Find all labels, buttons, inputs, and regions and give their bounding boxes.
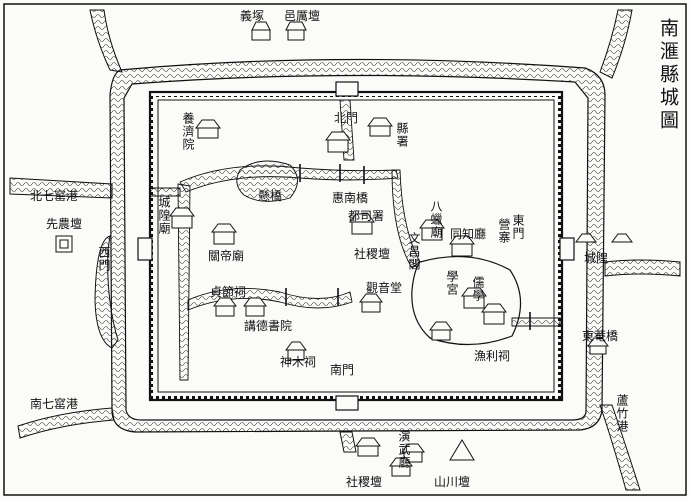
label-zhen-jie: 貞節祠	[210, 285, 247, 299]
label-dudu-shu: 都司署	[348, 209, 385, 223]
canal-east-loop	[411, 255, 522, 346]
label-nan-men: 南門	[330, 363, 355, 377]
label-yili-tan: 邑厲壇	[284, 9, 321, 23]
label-ru-xue: 儒學	[471, 276, 485, 302]
label-yishu: 義塚	[240, 9, 265, 23]
river-northeast	[599, 9, 633, 79]
label-wen-chang: 文昌閣	[407, 232, 421, 271]
label-bei-men: 北門	[334, 111, 359, 125]
label-xi-men: 西門	[97, 246, 111, 272]
label-yu-li-ci: 漁利祠	[474, 349, 511, 363]
moat-inner-bank	[123, 74, 589, 421]
canal-west-outlet	[149, 187, 181, 197]
label-xue-gong: 學宮	[445, 270, 459, 296]
label-guanyin: 觀音堂	[366, 281, 403, 295]
river-northwest	[89, 9, 123, 73]
river-west	[9, 177, 113, 199]
river-south	[339, 431, 357, 453]
label-shenmu: 神木祠	[280, 355, 317, 369]
label-zhu-qiao: 東菴橋	[582, 329, 619, 343]
label-bei-qi-yao: 北七窰港	[30, 189, 79, 203]
building-yili-tan-body	[287, 29, 305, 41]
label-nan-qi-yao: 南七窰港	[30, 397, 79, 411]
label-xian-shu: 縣署	[395, 122, 409, 148]
label-dong-men: 東門	[511, 214, 525, 240]
building-yishu	[251, 21, 271, 31]
label-xian-nong-tan: 先農壇	[46, 217, 83, 231]
river-west-lower	[94, 235, 119, 349]
bridges	[285, 164, 531, 330]
map-title: 南滙縣城圖	[657, 18, 679, 133]
buildings	[55, 21, 633, 477]
canal-middle	[187, 288, 353, 311]
river-southwest	[17, 407, 115, 439]
label-shan-chuan: 山川壇	[434, 475, 471, 489]
river-east	[604, 259, 681, 277]
label-ying-zhai: 營寨	[497, 218, 511, 244]
river-southeast	[599, 404, 641, 491]
label-yangji-yuan: 養濟院	[181, 112, 195, 151]
label-tongzhi-tang: 同知廳	[450, 227, 487, 241]
label-dong-gang: 蘆竹港	[615, 394, 629, 433]
label-cheng-guan: 城隍	[584, 251, 609, 265]
label-xian-chang: 演武廳	[397, 430, 411, 469]
label-bazha-miao: 八蠟廟	[429, 200, 443, 239]
label-shegu: 社稷壇	[354, 247, 391, 261]
label-she-ji-tan: 社稷壇	[346, 475, 383, 489]
west-gate	[137, 237, 153, 261]
south-gate	[335, 395, 359, 411]
label-xuan-qiao: 懸橋	[258, 189, 283, 203]
label-chenghuang: 城隍廟	[157, 196, 171, 235]
canal-east-vertical	[391, 169, 421, 269]
canal-west-vertical	[177, 183, 191, 381]
label-jiangde: 講德書院	[244, 319, 293, 333]
label-guandi-miao: 關帝廟	[208, 249, 245, 263]
north-gate	[335, 81, 359, 97]
map-frame	[3, 3, 687, 496]
canal-east-outlet	[511, 317, 561, 327]
building-yili-tan	[285, 21, 307, 31]
east-gate	[559, 237, 575, 261]
city-wall-inner	[157, 99, 555, 393]
label-hui-nan-qiao: 惠南橋	[332, 191, 369, 205]
building-yishu-body	[251, 29, 271, 41]
canal-pond	[236, 160, 298, 202]
